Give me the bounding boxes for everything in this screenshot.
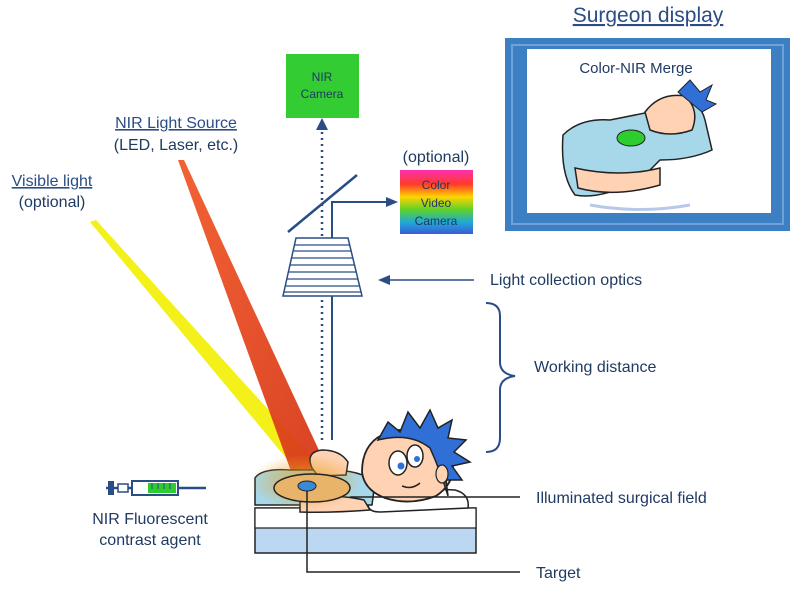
color-camera-label-line1: Color bbox=[422, 178, 451, 192]
light-collection-optics bbox=[282, 237, 363, 297]
target-label: Target bbox=[536, 565, 581, 582]
working-distance-brace bbox=[485, 302, 516, 453]
color-camera-label-line2: Video bbox=[421, 196, 452, 210]
optics-pointer-arrowhead bbox=[378, 275, 390, 285]
visible-light-title: Visible light bbox=[12, 173, 93, 190]
visible-light-subtitle: (optional) bbox=[19, 194, 86, 211]
color-path-arrowhead bbox=[386, 197, 398, 207]
nir-camera: NIR Camera bbox=[286, 54, 359, 118]
visible-light-beam bbox=[90, 220, 316, 470]
beam-splitter bbox=[287, 174, 358, 233]
operating-table bbox=[254, 507, 477, 554]
nir-camera-label-line1: NIR bbox=[312, 70, 333, 84]
color-camera-path bbox=[331, 201, 388, 440]
nir-path-arrowhead bbox=[316, 118, 328, 130]
color-camera-label-line3: Camera bbox=[415, 214, 458, 228]
contrast-agent-label-line1: NIR Fluorescent bbox=[92, 511, 208, 528]
color-video-camera: Color Video Camera bbox=[400, 170, 473, 234]
merged-image-thumbnail bbox=[561, 79, 718, 211]
contrast-agent-label-line2: contrast agent bbox=[99, 532, 201, 549]
nir-light-beam bbox=[178, 160, 330, 474]
nir-camera-label-line2: Camera bbox=[301, 87, 344, 101]
surgeon-display-title: Surgeon display bbox=[573, 4, 724, 27]
surgeon-display-monitor: Color-NIR Merge bbox=[505, 38, 790, 231]
monitor-screen-label: Color-NIR Merge bbox=[579, 60, 692, 77]
illuminated-surgical-field-label: Illuminated surgical field bbox=[536, 490, 707, 507]
light-collection-optics-label: Light collection optics bbox=[490, 272, 642, 289]
nir-light-source-subtitle: (LED, Laser, etc.) bbox=[114, 137, 239, 154]
working-distance-label: Working distance bbox=[534, 359, 657, 376]
target-spot bbox=[297, 480, 317, 492]
target-pointer bbox=[306, 491, 520, 573]
nir-light-source-title: NIR Light Source bbox=[115, 115, 237, 132]
color-camera-optional-note: (optional) bbox=[403, 149, 470, 166]
syringe-icon bbox=[106, 480, 206, 496]
